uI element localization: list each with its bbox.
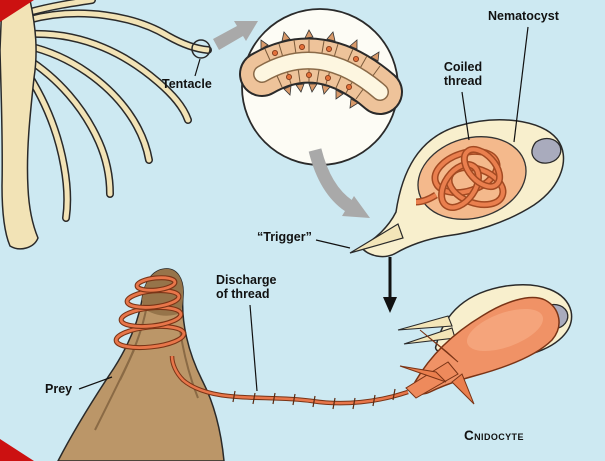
tentacle-cross-section-band [239,37,403,115]
magnify-arrow-icon [213,21,258,50]
stylet-shaft [405,361,459,399]
operculum-flaps [397,315,456,345]
hydra-tentacles [20,0,212,222]
tentacle-leader-line [194,58,201,77]
discharge-arrow-icon [383,257,397,313]
cross-section-nematocysts [271,44,359,91]
nematocyst-label: Nematocyst [488,9,559,23]
trigger-label: “Trigger” [257,230,312,244]
thread-spine-ticks [232,388,396,410]
discharge-leader-line [249,304,258,392]
cell-nucleus [531,137,562,164]
corner-mark-top-left [0,0,34,22]
tentacle-label: Tentacle [162,77,212,91]
cross-section-spikes [260,29,380,109]
bulb-highlight [466,308,544,352]
discharge-label: Discharge of thread [216,273,277,301]
discharged-cnidocyte-illustration [397,284,573,405]
corner-mark-bottom-left [0,439,34,461]
hydra-body [0,0,39,250]
prey-leader-line [78,376,113,390]
cnidocyte-label: Cnidocyte [464,428,524,443]
intact-cnidocyte-illustration [349,119,565,258]
trigger-leader-line [315,239,351,249]
magnified-tentacle-view [239,8,403,166]
flow-arrow-icon [308,148,370,218]
discharged-thread [113,275,409,410]
leader-lines [78,26,529,392]
thread-barbs [399,329,475,405]
coiled-thread-loops [415,145,507,211]
thread-coils [113,275,187,351]
coiled-thread-leader-line [461,91,470,141]
trigger-spike [349,223,404,254]
prey-label: Prey [45,382,73,396]
coiled-thread-label: Coiled thread [443,60,483,88]
nematocyst-leader-line [513,26,529,143]
hydra-illustration [0,0,212,250]
tentacle-highlight-circle [191,39,211,59]
